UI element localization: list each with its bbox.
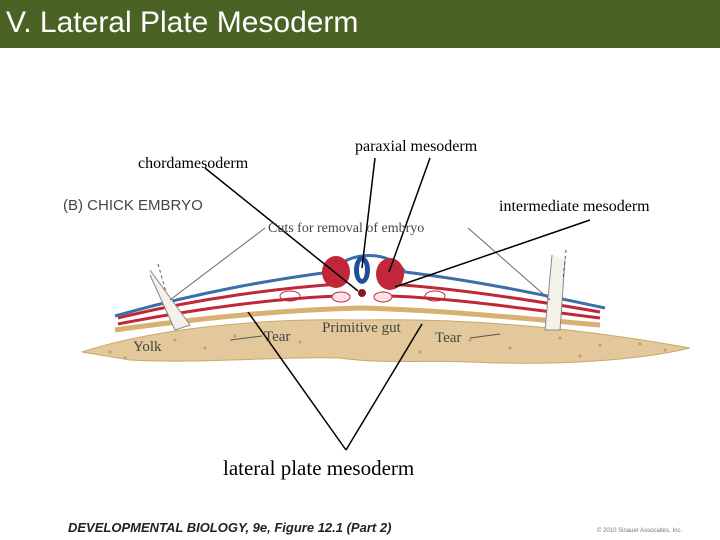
coelom-right xyxy=(424,290,446,302)
tear-right-leader xyxy=(469,333,501,339)
label-paraxial-mesoderm: paraxial mesoderm xyxy=(355,138,478,155)
pointer-paraxial-1 xyxy=(361,157,376,269)
endoderm-layer xyxy=(114,305,601,333)
pointer-chordamesoderm xyxy=(204,167,359,292)
cut-edge-right xyxy=(544,254,566,331)
slide-title: V. Lateral Plate Mesoderm xyxy=(6,6,359,39)
intermediate-mesoderm-left xyxy=(331,291,351,303)
cuts-leader-left xyxy=(169,227,266,301)
cut-line-right xyxy=(562,249,567,281)
pointer-paraxial-2 xyxy=(388,157,431,273)
yolk-mass xyxy=(81,319,691,364)
label-chordamesoderm: chordamesoderm xyxy=(138,155,249,172)
somite-left xyxy=(322,256,350,288)
yolk-granules xyxy=(108,334,667,360)
figure-tear-left-label: Tear xyxy=(264,329,291,345)
figure-primitive-gut-label: Primitive gut xyxy=(322,320,401,336)
figure-tear-right-label: Tear xyxy=(435,330,462,346)
figure-cuts-label: Cuts for removal of embryo xyxy=(268,221,425,236)
title-bar: V. Lateral Plate Mesoderm xyxy=(0,0,720,48)
pointer-lateral-1 xyxy=(247,311,347,451)
intermediate-mesoderm-right xyxy=(373,291,393,303)
figure-caption: DEVELOPMENTAL BIOLOGY, 9e, Figure 12.1 (… xyxy=(68,520,392,535)
figure-yolk-label: Yolk xyxy=(133,339,162,355)
neural-tube-lumen xyxy=(359,261,365,279)
cut-line-left xyxy=(157,263,167,293)
mesoderm-lower xyxy=(117,294,601,326)
label-lateral-plate-mesoderm: lateral plate mesoderm xyxy=(223,456,415,480)
ectoderm-layer xyxy=(114,254,606,318)
copyright-notice: © 2010 Sinauer Associates, Inc. xyxy=(597,528,683,534)
coelom-left xyxy=(279,290,301,302)
cuts-leader-right xyxy=(467,227,551,301)
tear-left-leader xyxy=(229,335,263,341)
pointer-intermediate xyxy=(394,219,591,288)
label-intermediate-mesoderm: intermediate mesoderm xyxy=(499,198,650,215)
mesoderm-upper xyxy=(117,282,601,320)
figure-panel-label: (B) CHICK EMBRYO xyxy=(63,197,203,214)
somite-right xyxy=(376,258,404,290)
pointer-lateral-2 xyxy=(345,323,423,451)
notochord xyxy=(358,289,366,297)
